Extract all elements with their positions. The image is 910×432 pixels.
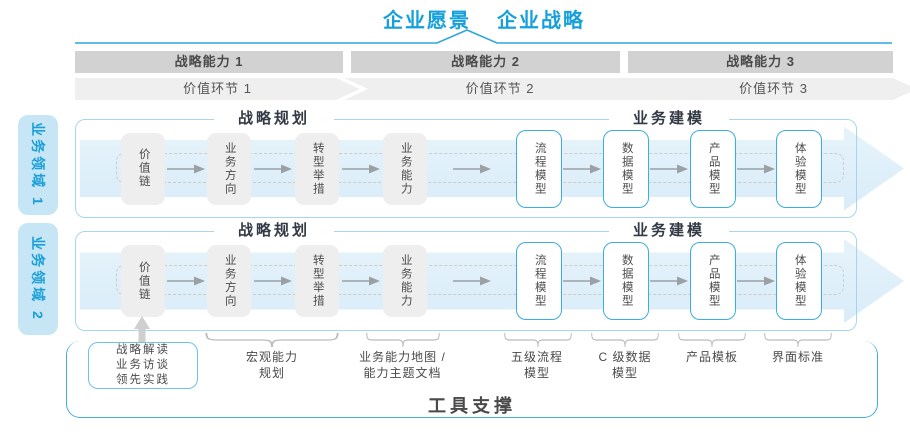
box-data-model: 数据模型 <box>603 242 649 320</box>
domain-label-2: 业务领域 2 <box>18 223 58 335</box>
box-transformation-initiatives: 转型举措 <box>295 245 339 317</box>
dashed-outline <box>116 265 844 295</box>
arrow-right-icon <box>563 164 601 173</box>
pointer-line-icon <box>75 29 892 44</box>
arrow-right-icon <box>167 164 205 173</box>
box-business-direction: 业务方向 <box>207 245 251 317</box>
arrow-right-icon <box>453 164 491 173</box>
tool-support-label: 工具支撑 <box>428 396 516 416</box>
domain-label-2-text: 业务领域 2 <box>30 236 46 322</box>
box-process-model: 流程模型 <box>516 129 562 208</box>
arrow-right-icon <box>342 276 380 286</box>
domain-1-flow-row: 战略规划 业务建模 价值链 业务方向 转型举措 业务能力 流程模型 数据模型 产… <box>75 109 857 218</box>
box-product-model: 产品模型 <box>690 129 736 208</box>
arrow-right-icon <box>167 276 205 286</box>
practice-sources-box: 战略解读 业务访谈 领先实践 <box>88 342 198 389</box>
note-process-model: 五级流程 模型 <box>510 350 563 380</box>
domain-label-1: 业务领域 1 <box>18 115 58 215</box>
arrow-right-icon <box>342 164 380 173</box>
arrow-right-icon <box>453 276 491 286</box>
capability-bar-3: 战略能力 3 <box>628 51 893 73</box>
vision-label: 企业愿景 <box>383 10 471 32</box>
box-value-chain: 价值链 <box>121 245 165 317</box>
section-header-planning: 战略规划 <box>214 221 334 241</box>
note-macro-capability: 宏观能力 规划 <box>245 350 298 380</box>
box-business-capability: 业务能力 <box>383 245 427 317</box>
arrow-right-icon <box>254 276 292 286</box>
dashed-outline <box>116 152 844 183</box>
note-product-template: 产品模板 <box>685 350 738 364</box>
brace-icon <box>764 333 832 347</box>
brace-icon <box>591 333 659 347</box>
arrow-up-icon <box>134 316 150 344</box>
box-product-model: 产品模型 <box>690 242 736 320</box>
brace-icon <box>678 333 746 347</box>
capability-bar-1: 战略能力 1 <box>75 51 343 73</box>
box-data-model: 数据模型 <box>603 129 649 208</box>
box-business-direction: 业务方向 <box>207 132 251 205</box>
domain-2-flow-row: 战略规划 业务建模 价值链 业务方向 转型举措 业务能力 流程模型 数据模型 产… <box>75 221 857 331</box>
arrow-right-icon <box>650 276 688 286</box>
page-title: 企业愿景 企业战略 <box>75 4 893 33</box>
box-value-chain: 价值链 <box>121 132 165 205</box>
brace-icon <box>504 333 572 347</box>
capability-bar-2: 战略能力 2 <box>351 51 620 73</box>
practice-sources-text: 战略解读 业务访谈 领先实践 <box>116 344 170 386</box>
value-chain-segment-2: 价值环节 2 <box>344 78 646 100</box>
arrow-right-icon <box>737 276 775 286</box>
arrow-right-icon <box>563 276 601 286</box>
strategy-label: 企业战略 <box>497 10 585 32</box>
tool-support-container <box>66 341 878 418</box>
box-transformation-initiatives: 转型举措 <box>295 132 339 205</box>
brace-icon <box>205 333 339 347</box>
value-chain-segment-3: 价值环节 3 <box>620 78 910 100</box>
brace-icon <box>366 333 440 347</box>
arrow-right-icon <box>254 164 292 173</box>
note-ui-standard: 界面标准 <box>771 350 824 364</box>
box-process-model: 流程模型 <box>516 242 562 320</box>
box-business-capability: 业务能力 <box>383 132 427 205</box>
value-chain-segment-1: 价值环节 1 <box>75 78 360 100</box>
note-capability-map: 业务能力地图 / 能力主题文档 <box>359 350 446 380</box>
arrow-right-icon <box>737 164 775 173</box>
box-experience-model: 体验模型 <box>776 242 822 320</box>
section-header-planning: 战略规划 <box>214 109 334 129</box>
note-data-model: C 级数据 模型 <box>598 350 652 380</box>
section-header-modeling: 业务建模 <box>609 221 729 241</box>
domain-label-1-text: 业务领域 1 <box>30 122 46 208</box>
section-header-modeling: 业务建模 <box>609 109 729 129</box>
box-experience-model: 体验模型 <box>776 129 822 208</box>
arrow-right-icon <box>650 164 688 173</box>
